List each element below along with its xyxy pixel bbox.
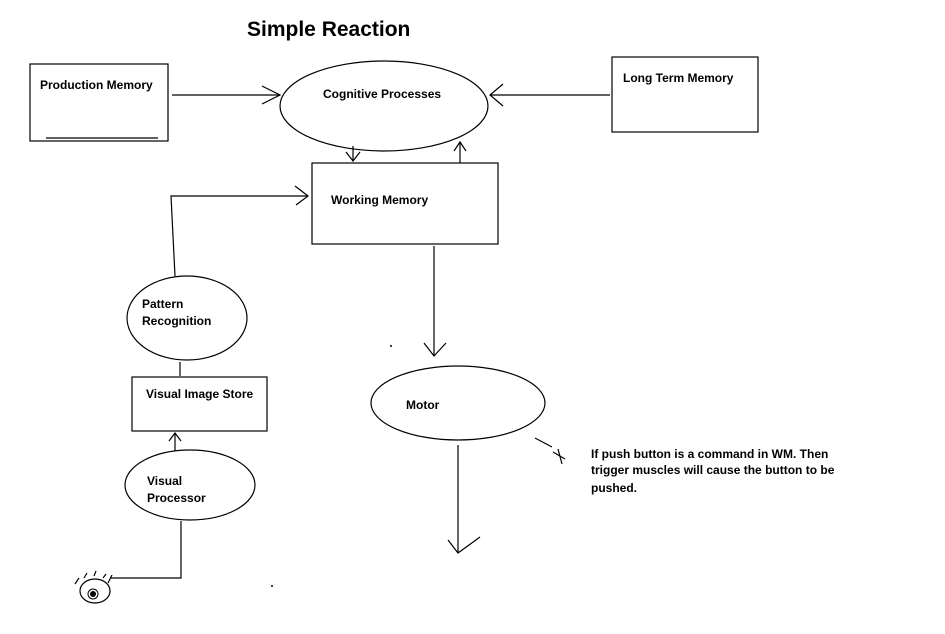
pattern-recognition-node: Pattern Recognition	[126, 275, 248, 361]
visual-processor-label-line2: Processor	[147, 491, 206, 505]
working-memory-node: Working Memory	[311, 162, 499, 245]
production-memory-node: Production Memory	[29, 63, 169, 142]
cognitive-processes-label: Cognitive Processes	[323, 87, 441, 101]
eye-icon	[74, 570, 113, 604]
visual-image-store-node: Visual Image Store	[131, 376, 268, 432]
production-memory-label: Production Memory	[40, 78, 153, 92]
arrow-longterm-to-cognitive	[489, 83, 610, 107]
motor-label: Motor	[406, 398, 440, 412]
arrow-production-to-cognitive	[172, 85, 282, 105]
pattern-recognition-label-line2: Recognition	[142, 314, 211, 328]
stray-dot	[271, 585, 273, 587]
visual-image-store-label: Visual Image Store	[146, 387, 253, 401]
arrow-motor-to-note	[534, 437, 566, 465]
working-memory-label: Working Memory	[331, 193, 428, 207]
pattern-recognition-label-line1: Pattern	[142, 297, 183, 311]
note-line-1: If push button is a command in WM. Then	[591, 447, 828, 461]
arrow-processor-to-store	[168, 432, 182, 451]
long-term-memory-label: Long Term Memory	[623, 71, 734, 85]
stray-dot	[390, 345, 392, 347]
note-text: If push button is a command in WM. Then …	[591, 447, 835, 495]
cognitive-processes-node: Cognitive Processes	[279, 60, 489, 152]
arrow-motor-down	[447, 445, 481, 554]
note-line-2: trigger muscles will cause the button to…	[591, 463, 835, 477]
arrow-working-to-motor	[423, 246, 447, 357]
note-line-3: pushed.	[591, 481, 637, 495]
visual-processor-node: Visual Processor	[124, 449, 256, 521]
arrow-cognitive-to-working	[345, 146, 361, 162]
long-term-memory-node: Long Term Memory	[611, 56, 759, 133]
diagram-title: Simple Reaction	[247, 18, 410, 41]
motor-node: Motor	[370, 365, 546, 441]
visual-processor-label-line1: Visual	[147, 474, 182, 488]
arrow-pattern-to-working	[170, 185, 309, 277]
arrow-working-to-cognitive	[453, 140, 467, 163]
connector-eye-to-processor	[110, 521, 182, 579]
